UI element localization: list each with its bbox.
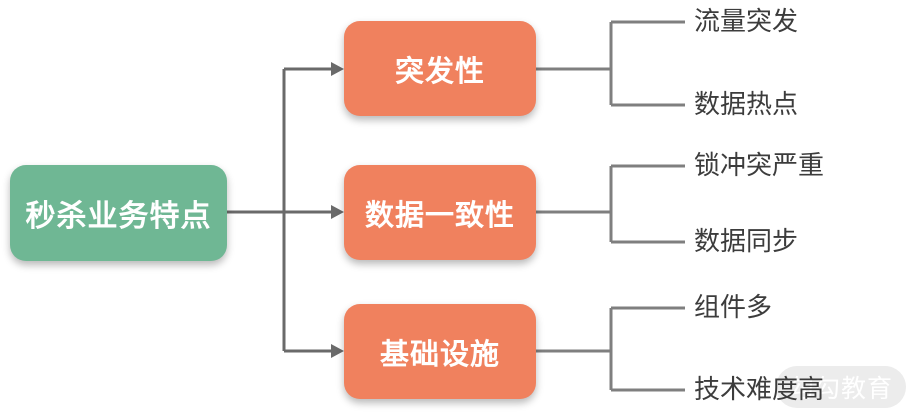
- leaf-label: 流量突发: [694, 7, 799, 37]
- leaf-label: 数据热点: [694, 90, 799, 120]
- node-branch-infrastructure: 基础设施: [344, 304, 536, 399]
- node-branch-label: 数据一致性: [364, 197, 515, 232]
- leaf-label: 组件多: [694, 293, 773, 323]
- node-branch-label: 突发性: [394, 53, 485, 88]
- branch-to-leaf-connectors: [536, 20, 685, 392]
- node-branch-data-consistency: 数据一致性: [344, 165, 536, 260]
- arrowheads: [331, 62, 344, 358]
- watermark-badge: 勾勾教育: [776, 366, 906, 408]
- root-to-branch-connectors: [227, 67, 332, 353]
- node-root-label: 秒杀业务特点: [25, 199, 212, 234]
- leaf-label: 锁冲突严重: [694, 151, 825, 181]
- leaf-label: 数据同步: [694, 227, 799, 257]
- leaf-label: 技术难度高: [694, 375, 825, 405]
- node-root: 秒杀业务特点: [10, 165, 227, 261]
- node-branch-burstiness: 突发性: [344, 21, 536, 116]
- node-branch-label: 基础设施: [379, 336, 500, 371]
- watermark-text: 勾勾教育: [788, 374, 893, 403]
